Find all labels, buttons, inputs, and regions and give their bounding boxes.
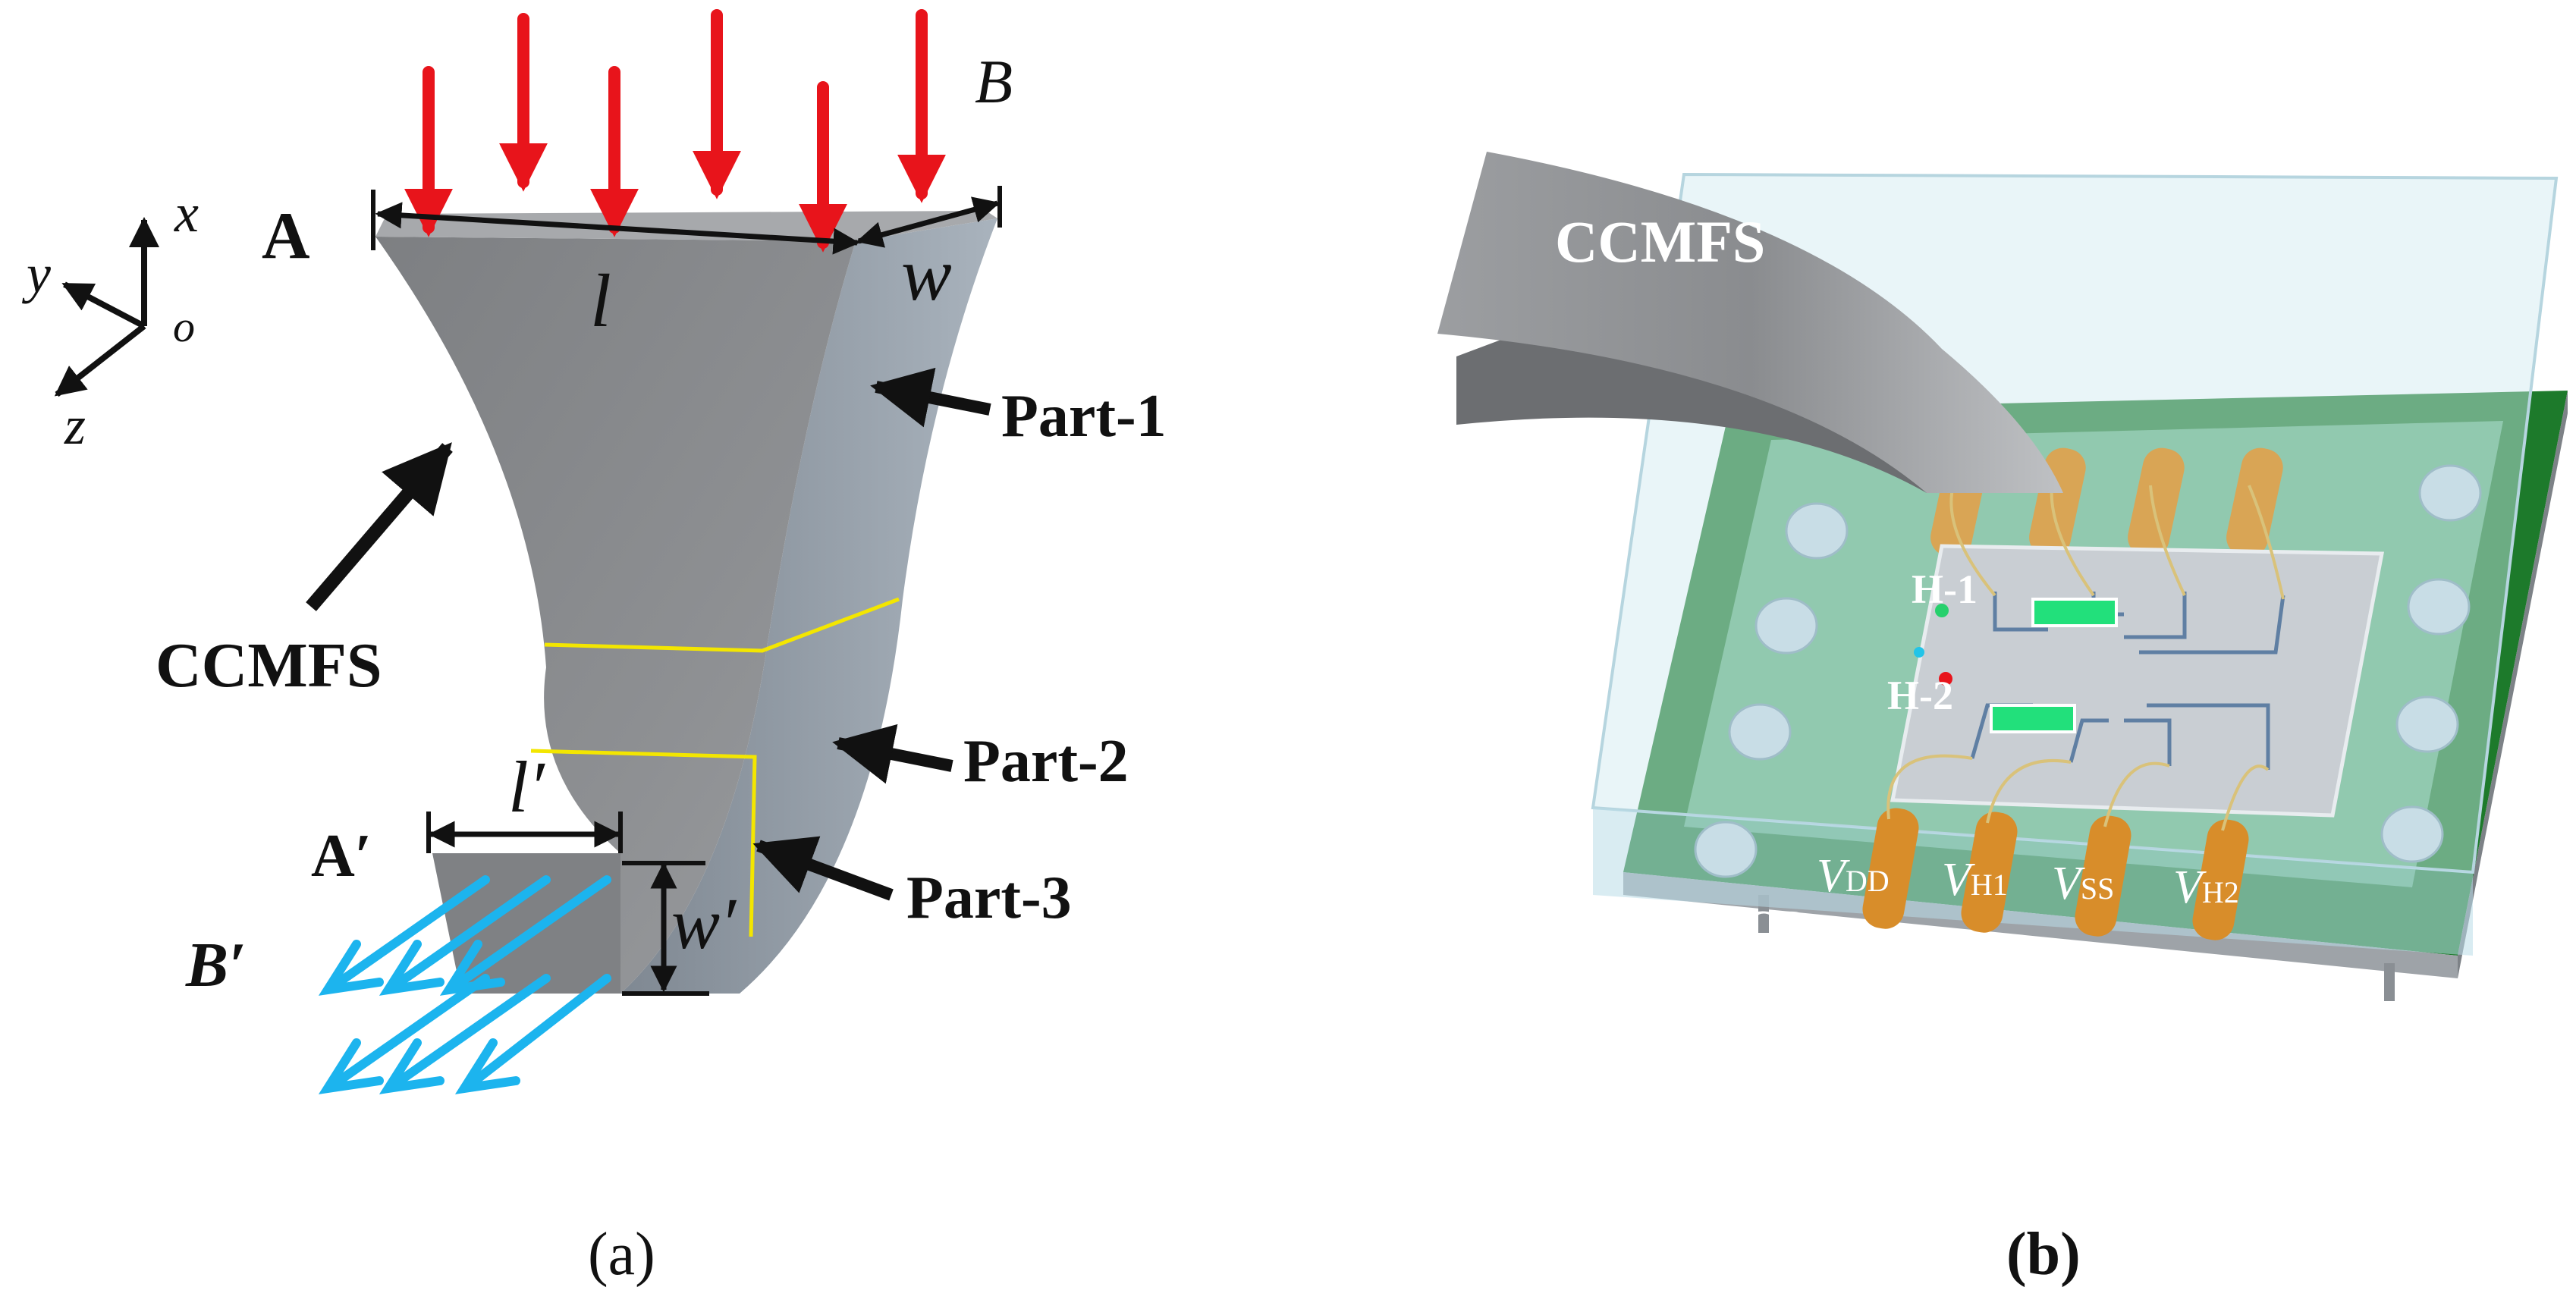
- pin-vdd: VDD: [1817, 850, 1890, 902]
- label-A-prime: A′: [311, 823, 372, 890]
- ccmfs-label-a: CCMFS: [156, 630, 382, 701]
- origin-dot-green: [1935, 604, 1949, 617]
- solder-domes: [1694, 464, 2482, 878]
- package-front: [1593, 808, 2473, 956]
- ccmfs-arm-top: [1437, 152, 2063, 493]
- part-boundary-1: [544, 597, 900, 653]
- pcb-edge-right: [2458, 391, 2568, 978]
- part3-label: Part-3: [906, 865, 1072, 931]
- axis-z-label: z: [64, 395, 86, 456]
- pin-labels: VDD VH1 VSS VH2: [1817, 850, 2239, 913]
- hall-element-1: [2031, 598, 2118, 627]
- axes-icon: [54, 217, 159, 397]
- label-B-prime: B′: [185, 930, 247, 1000]
- caption-b: (b): [2006, 1221, 2081, 1288]
- label-w-prime: w′: [671, 883, 737, 964]
- pin-vh2: VH2: [2173, 862, 2239, 913]
- dimension-w-line: [856, 196, 1001, 248]
- origin-dot-cyan: [1914, 647, 1924, 658]
- ccmfs-pointer-arrow: [306, 442, 453, 611]
- label-l-prime: l′: [508, 746, 546, 827]
- axis-o-label: o: [173, 302, 195, 351]
- ccmfs-label-b: CCMFS: [1555, 209, 1765, 275]
- incoming-field-arrows: [404, 9, 946, 253]
- bond-wires: [1886, 485, 2285, 831]
- label-B: B: [975, 47, 1013, 116]
- axis-y-label: y: [21, 243, 51, 304]
- outgoing-field-arrows: [318, 875, 611, 1094]
- panel-b: CCMFS H-1 H-2 PCB VDD VH1 VSS VH2 (b): [1437, 152, 2568, 1288]
- panel-a: A B l w x y z o CCMFS Part-1 Part-2 Part…: [21, 9, 1167, 1288]
- origin-dot-red: [1939, 672, 1952, 686]
- label-l: l: [590, 259, 611, 343]
- label-w: w: [901, 232, 952, 316]
- part1-label: Part-1: [1001, 383, 1167, 450]
- concentrator-front-face: [375, 237, 856, 994]
- pin-vh1: VH1: [1942, 854, 2008, 906]
- part-boundary-2: [530, 749, 757, 937]
- h2-label: H-2: [1887, 673, 1953, 718]
- axis-x-label: x: [174, 183, 199, 243]
- h1-label: H-1: [1912, 567, 1978, 612]
- pin-vss: VSS: [2052, 858, 2114, 909]
- label-A: A: [262, 199, 310, 273]
- dimension-l-line: [375, 202, 860, 255]
- part2-label: Part-2: [963, 728, 1129, 795]
- hall-element-2: [1990, 704, 2076, 733]
- pcb-label: PCB: [1718, 901, 1806, 950]
- part1-pointer: [870, 367, 991, 428]
- sensor-die: [1890, 544, 2385, 818]
- caption-a: (a): [588, 1221, 655, 1288]
- part3-pointer: [752, 836, 894, 901]
- part2-pointer: [832, 724, 953, 784]
